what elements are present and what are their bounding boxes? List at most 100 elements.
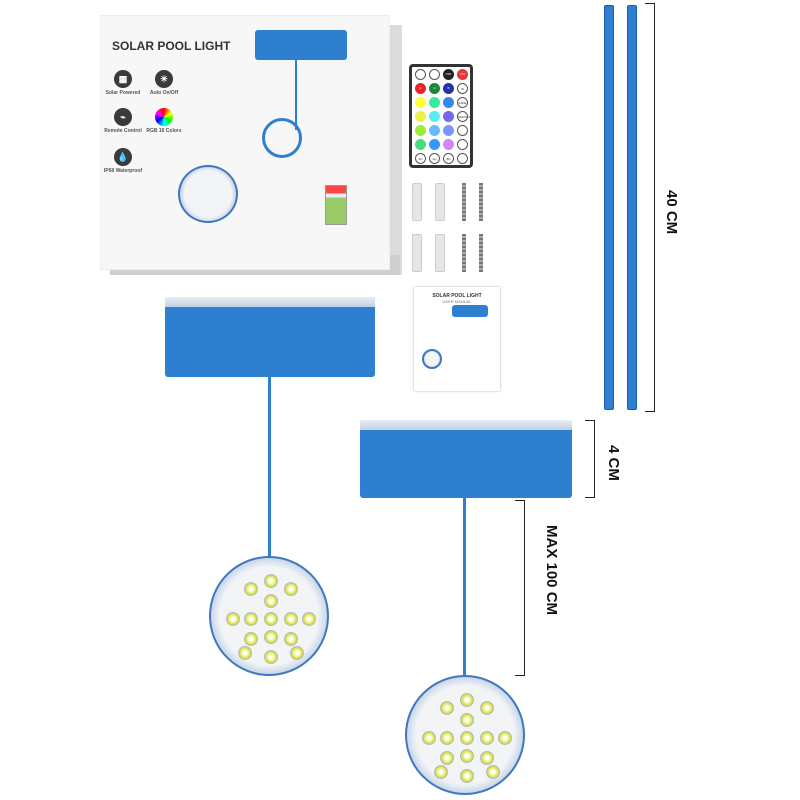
remote-button[interactable]: [457, 153, 468, 164]
dimension-bracket: [585, 420, 595, 498]
remote-button[interactable]: [429, 97, 440, 108]
feature-rgb: RGB 16 Colors: [144, 108, 184, 134]
led: [226, 612, 240, 626]
feature-waterproof: 💧IP68 Waterproof: [103, 148, 143, 174]
led: [440, 701, 454, 715]
remote-button[interactable]: 4H: [429, 153, 440, 164]
manual-lamp-image: [422, 349, 442, 369]
screw: [462, 183, 466, 221]
dimension-bracket: [515, 500, 525, 676]
remote-button[interactable]: [457, 139, 468, 150]
remote-button[interactable]: [415, 139, 426, 150]
remote-button[interactable]: R: [415, 83, 426, 94]
led: [422, 731, 436, 745]
led: [244, 632, 258, 646]
remote-button[interactable]: [415, 111, 426, 122]
remote-button[interactable]: FADE: [457, 97, 468, 108]
led: [480, 701, 494, 715]
screw: [479, 234, 483, 272]
remote-button[interactable]: [443, 111, 454, 122]
remote-button[interactable]: [429, 139, 440, 150]
remote-button[interactable]: OFF: [443, 69, 454, 80]
led: [244, 582, 258, 596]
solar-panel-icon: ▦: [114, 70, 132, 88]
remote-button[interactable]: [415, 97, 426, 108]
led: [264, 630, 278, 644]
led: [460, 749, 474, 763]
remote-button[interactable]: [443, 97, 454, 108]
manual-solar-image: [452, 305, 488, 317]
led: [480, 751, 494, 765]
manual-title: SOLAR POOL LIGHT: [432, 293, 482, 299]
led: [238, 646, 252, 660]
rgb-icon: [155, 108, 173, 126]
water-drop-icon: 💧: [114, 148, 132, 166]
screw: [462, 234, 466, 272]
led: [460, 713, 474, 727]
box-remote-image: [325, 185, 347, 225]
led: [264, 574, 278, 588]
remote-button[interactable]: SMOOTH: [457, 111, 471, 122]
led: [460, 693, 474, 707]
solar-panel-top: [360, 420, 572, 432]
remote-button[interactable]: B: [443, 83, 454, 94]
remote-button[interactable]: [457, 125, 468, 136]
solar-height-label: 4 CM: [605, 445, 622, 481]
cable-tie: [627, 5, 637, 410]
remote-icon: ⌁: [114, 108, 132, 126]
cable-coil: [262, 118, 302, 158]
led: [284, 632, 298, 646]
led: [434, 765, 448, 779]
remote-button[interactable]: [415, 69, 426, 80]
box-lamp: [178, 165, 238, 223]
manual-subtitle: USER MANUAL: [442, 299, 472, 304]
remote-button[interactable]: [443, 125, 454, 136]
led: [302, 612, 316, 626]
wall-anchor: [435, 234, 445, 272]
wall-anchor: [412, 234, 422, 272]
pool-light: [405, 675, 525, 795]
led: [244, 612, 258, 626]
led: [460, 769, 474, 783]
cable-length-label: MAX 100 CM: [543, 525, 560, 616]
screw: [479, 183, 483, 221]
dimension-bracket: [645, 3, 655, 412]
solar-unit: [360, 430, 572, 498]
remote-button[interactable]: W: [457, 83, 468, 94]
led: [290, 646, 304, 660]
remote-button[interactable]: ON: [457, 69, 468, 80]
remote-button[interactable]: [429, 125, 440, 136]
cable-tie: [604, 5, 614, 410]
box-title: SOLAR POOL LIGHT: [112, 39, 231, 53]
pool-light: [209, 556, 329, 676]
box-cable: [295, 60, 297, 130]
feature-solar: ▦Solar Powered: [103, 70, 143, 96]
led: [440, 731, 454, 745]
feature-auto: ☀Auto On/Off: [144, 70, 184, 96]
feature-remote: ⌁Remote Control: [103, 108, 143, 134]
led: [480, 731, 494, 745]
led: [264, 594, 278, 608]
box-solar-unit: [255, 30, 347, 60]
remote-button[interactable]: G: [429, 83, 440, 94]
remote-button[interactable]: [415, 125, 426, 136]
led: [284, 582, 298, 596]
solar-unit: [165, 307, 375, 377]
strap-length-label: 40 CM: [663, 190, 680, 235]
led: [498, 731, 512, 745]
remote-button[interactable]: [429, 111, 440, 122]
remote-button[interactable]: 8H: [443, 153, 454, 164]
remote-button[interactable]: 2H: [415, 153, 426, 164]
led: [486, 765, 500, 779]
led: [440, 751, 454, 765]
remote-button[interactable]: [443, 139, 454, 150]
wall-anchor: [412, 183, 422, 221]
led: [284, 612, 298, 626]
remote-button[interactable]: [429, 69, 440, 80]
sun-icon: ☀: [155, 70, 173, 88]
cable: [268, 377, 271, 557]
led: [264, 612, 278, 626]
cable: [463, 498, 466, 676]
box-side: [390, 25, 402, 275]
